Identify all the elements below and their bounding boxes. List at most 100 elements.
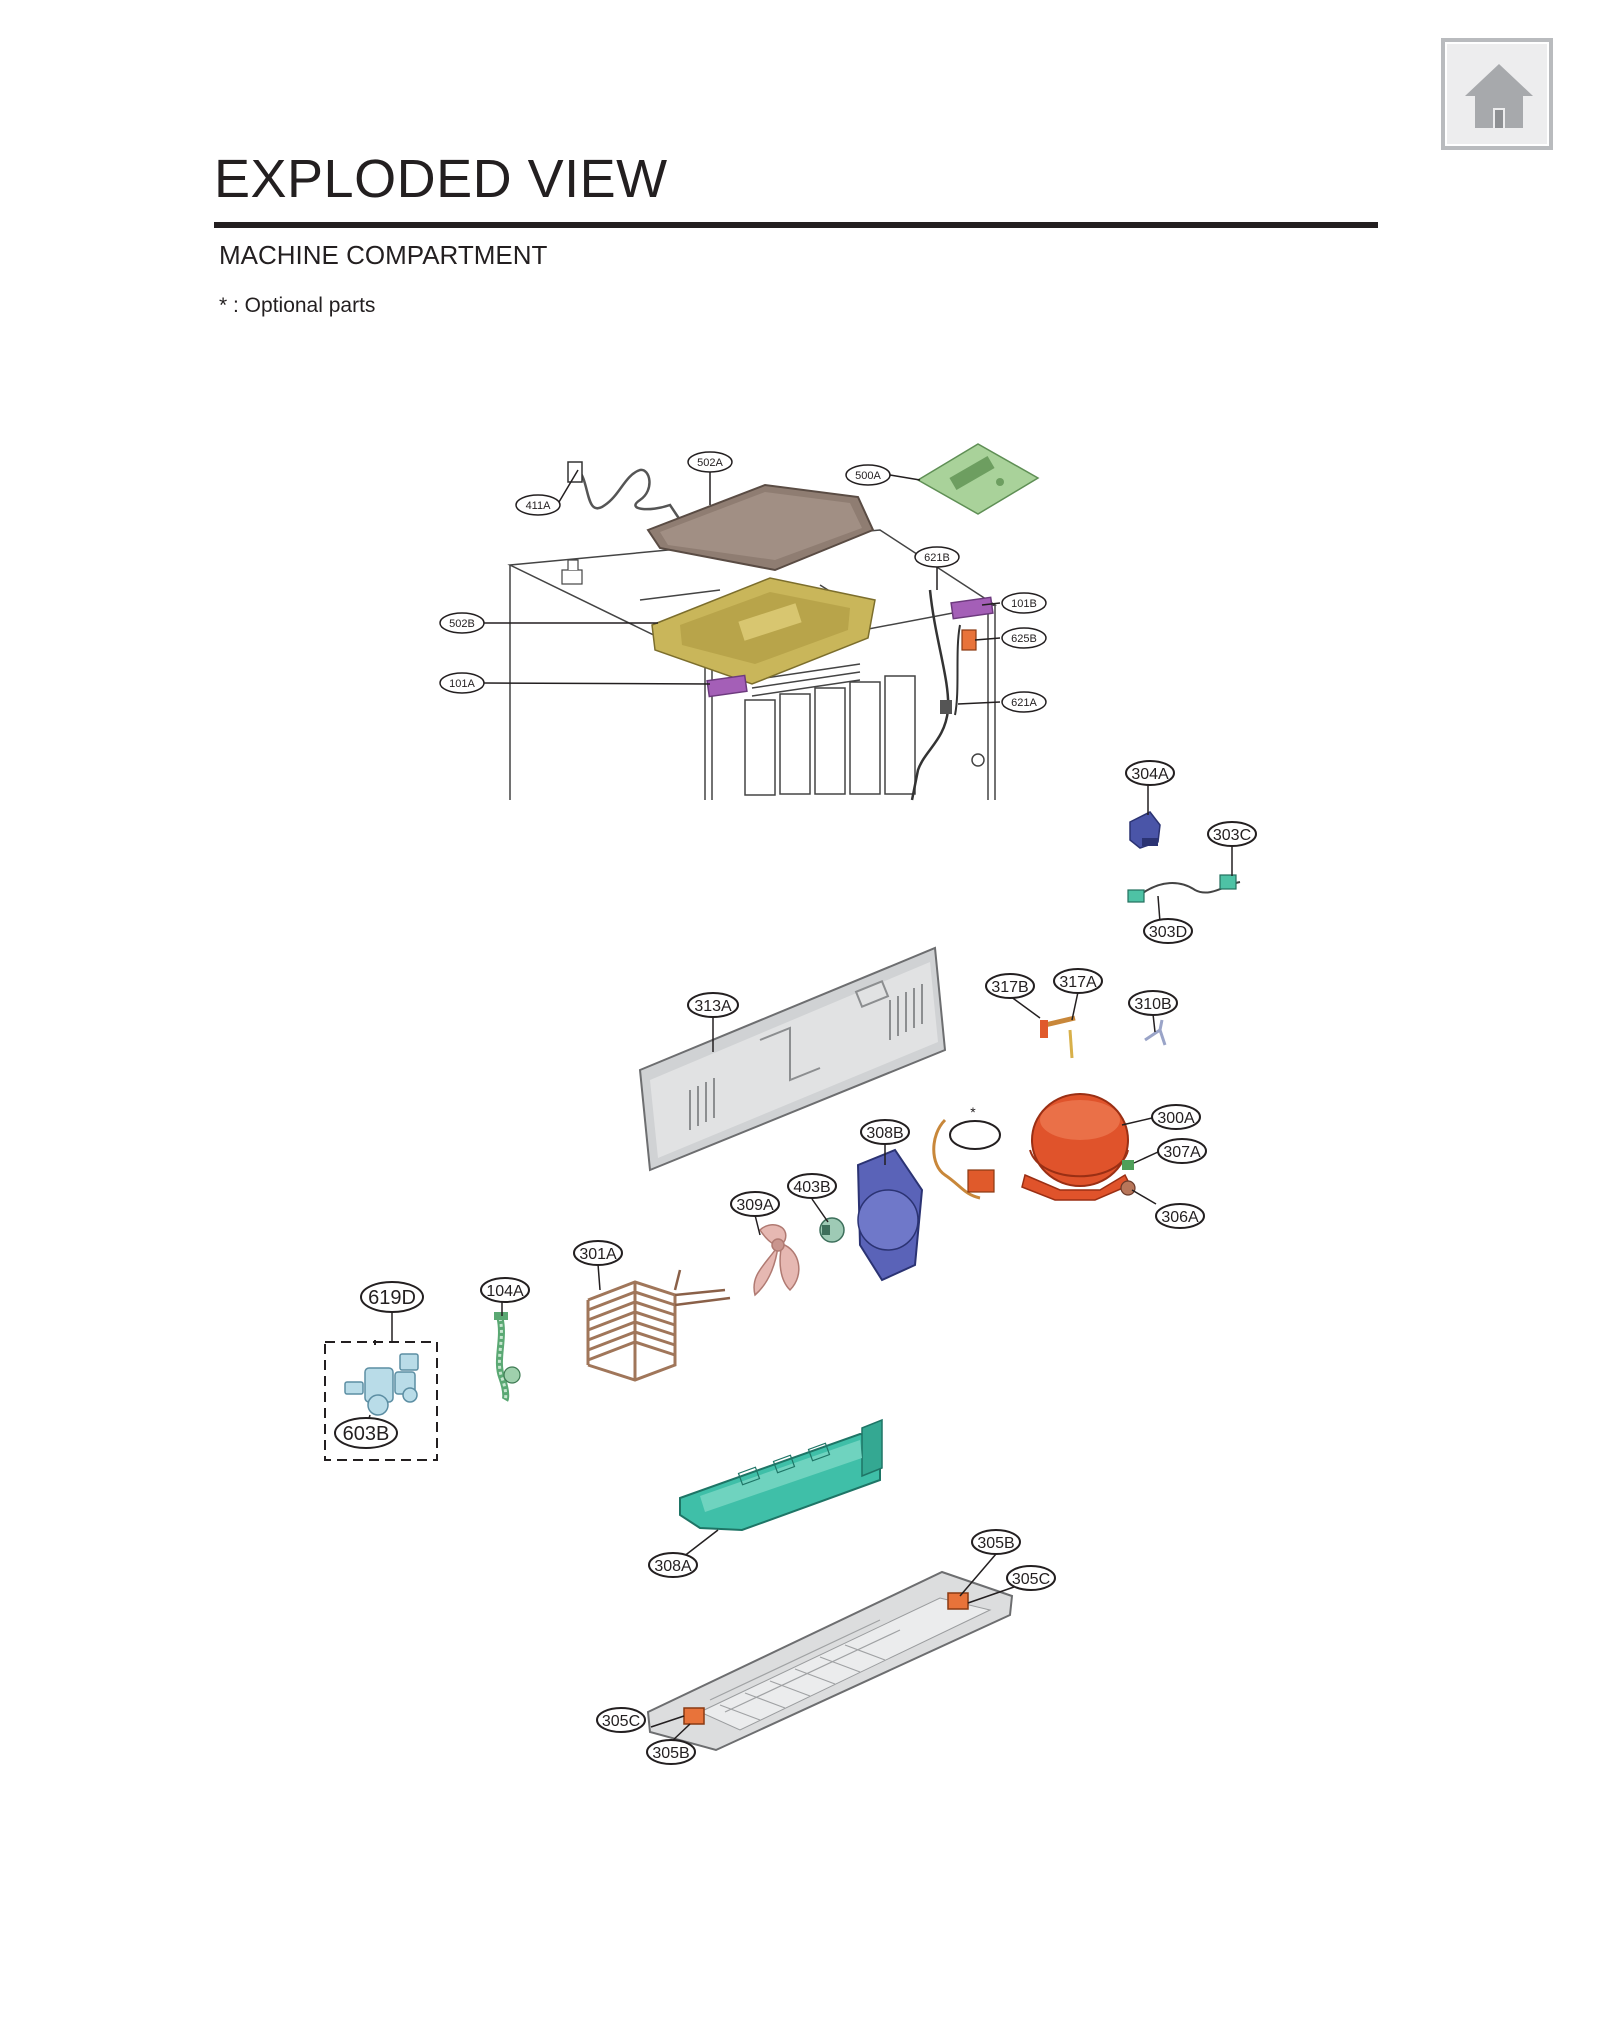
callout-403b: 403B bbox=[787, 1173, 837, 1199]
svg-text:306A: 306A bbox=[1161, 1209, 1199, 1226]
callout-621a: 621A bbox=[1001, 691, 1047, 713]
part-305-mount-top bbox=[947, 1592, 969, 1610]
callout-603b: 603B bbox=[334, 1417, 398, 1449]
svg-text:411A: 411A bbox=[526, 500, 552, 512]
callout-502b: 502B bbox=[439, 612, 485, 634]
callout-308a: 308A bbox=[648, 1552, 698, 1578]
svg-text:310B: 310B bbox=[1134, 996, 1171, 1013]
part-306a-grommet bbox=[1120, 1180, 1136, 1196]
svg-text:619D: 619D bbox=[368, 1287, 416, 1309]
part-619d-water-valve-group bbox=[324, 1340, 438, 1461]
callout-303c: 303C bbox=[1207, 821, 1257, 847]
harness-clip bbox=[940, 700, 952, 714]
part-308b-fan-shroud bbox=[856, 1148, 924, 1282]
svg-text:304A: 304A bbox=[1131, 766, 1169, 783]
svg-text:303D: 303D bbox=[1149, 924, 1187, 941]
callout-306a: 306A bbox=[1155, 1203, 1205, 1229]
part-317-valve bbox=[1040, 1015, 1076, 1059]
section-title: MACHINE COMPARTMENT bbox=[219, 240, 548, 270]
part-308a-base-tray bbox=[679, 1418, 883, 1532]
callout-310b: 310B bbox=[1128, 990, 1178, 1016]
part-500a-pcb bbox=[916, 443, 1040, 515]
callout-104a: 104A bbox=[480, 1277, 530, 1303]
part-502a-control-cover bbox=[646, 483, 875, 572]
svg-text:502B: 502B bbox=[449, 618, 475, 630]
part-optional-drier bbox=[932, 1118, 1001, 1200]
part-301a-condenser bbox=[586, 1269, 731, 1382]
part-502b-control-tray bbox=[651, 577, 876, 685]
svg-text:101A: 101A bbox=[449, 678, 475, 690]
home-button[interactable] bbox=[1441, 38, 1553, 150]
svg-text:317A: 317A bbox=[1059, 974, 1097, 991]
optional-parts-note: * : Optional parts bbox=[219, 294, 376, 317]
part-101a-hinge-cap bbox=[706, 674, 748, 698]
callout-300a: 300A bbox=[1151, 1104, 1201, 1130]
svg-text:313A: 313A bbox=[694, 998, 732, 1015]
part-304a-relay-cover bbox=[1129, 811, 1161, 849]
svg-text:625B: 625B bbox=[1011, 633, 1037, 645]
home-icon bbox=[1465, 64, 1533, 128]
svg-text:*: * bbox=[970, 1104, 976, 1120]
callout-101a: 101A bbox=[439, 672, 485, 694]
part-621a-wire-harness bbox=[910, 589, 950, 801]
part-313a-machine-cover bbox=[638, 946, 947, 1172]
callout-303d: 303D bbox=[1143, 918, 1193, 944]
page-title: EXPLODED VIEW bbox=[214, 149, 668, 209]
callout-308b: 308B bbox=[860, 1119, 910, 1145]
svg-text:305B: 305B bbox=[977, 1535, 1014, 1552]
part-403b-fan-motor bbox=[819, 1217, 845, 1243]
svg-text:305B: 305B bbox=[652, 1745, 689, 1762]
part-625b-connector bbox=[961, 629, 977, 651]
part-101b-hinge-cap bbox=[950, 596, 994, 620]
callout-313a: 313A bbox=[687, 992, 739, 1018]
part-305-mount-bottom bbox=[683, 1707, 705, 1725]
svg-text:101B: 101B bbox=[1011, 598, 1037, 610]
callout-621b: 621B bbox=[914, 546, 960, 568]
svg-text:303C: 303C bbox=[1213, 827, 1251, 844]
callout-500a: 500A bbox=[845, 464, 891, 486]
callout-619d: 619D bbox=[360, 1281, 424, 1313]
part-310b-clip bbox=[1144, 1019, 1167, 1046]
svg-text:502A: 502A bbox=[697, 457, 723, 469]
callout-optional-marker: * bbox=[970, 1104, 976, 1120]
part-411a-power-cord bbox=[567, 461, 682, 521]
callout-305c-top: 305C bbox=[1006, 1565, 1056, 1591]
part-309a-fan-blade bbox=[753, 1224, 800, 1297]
callout-305c-bottom: 305C bbox=[596, 1707, 646, 1733]
svg-text:403B: 403B bbox=[793, 1179, 830, 1196]
callout-101b: 101B bbox=[1001, 592, 1047, 614]
svg-text:104A: 104A bbox=[486, 1283, 524, 1300]
callout-305b-top: 305B bbox=[971, 1529, 1021, 1555]
callout-317b: 317B bbox=[985, 973, 1035, 999]
svg-text:300A: 300A bbox=[1157, 1110, 1195, 1127]
part-621b-wire bbox=[954, 624, 961, 716]
svg-text:308B: 308B bbox=[866, 1125, 903, 1142]
callout-304a: 304A bbox=[1125, 760, 1175, 786]
callout-625b: 625B bbox=[1001, 627, 1047, 649]
callout-411a: 411A bbox=[515, 494, 561, 516]
cabinet-bracket bbox=[561, 559, 583, 585]
part-307a-terminal bbox=[1122, 1160, 1134, 1170]
callout-317a: 317A bbox=[1053, 968, 1103, 994]
svg-text:317B: 317B bbox=[991, 979, 1028, 996]
svg-text:305C: 305C bbox=[602, 1713, 640, 1730]
svg-text:603B: 603B bbox=[343, 1423, 390, 1445]
part-base-plate bbox=[646, 1570, 1014, 1752]
callout-307a: 307A bbox=[1157, 1138, 1207, 1164]
part-300a-compressor bbox=[1021, 1093, 1132, 1201]
svg-text:307A: 307A bbox=[1163, 1144, 1201, 1161]
svg-text:621A: 621A bbox=[1011, 697, 1037, 709]
svg-text:301A: 301A bbox=[579, 1246, 617, 1263]
svg-text:305C: 305C bbox=[1012, 1571, 1050, 1588]
svg-text:621B: 621B bbox=[924, 552, 950, 564]
callout-309a: 309A bbox=[730, 1191, 780, 1217]
part-303c-303d-sensor-wire bbox=[1127, 874, 1241, 903]
leader-lines bbox=[363, 469, 1233, 1743]
svg-text:308A: 308A bbox=[654, 1558, 692, 1575]
callout-301a: 301A bbox=[573, 1240, 623, 1266]
svg-text:309A: 309A bbox=[736, 1197, 774, 1214]
svg-text:500A: 500A bbox=[855, 470, 881, 482]
callout-502a: 502A bbox=[687, 451, 733, 473]
title-rule bbox=[214, 222, 1378, 228]
